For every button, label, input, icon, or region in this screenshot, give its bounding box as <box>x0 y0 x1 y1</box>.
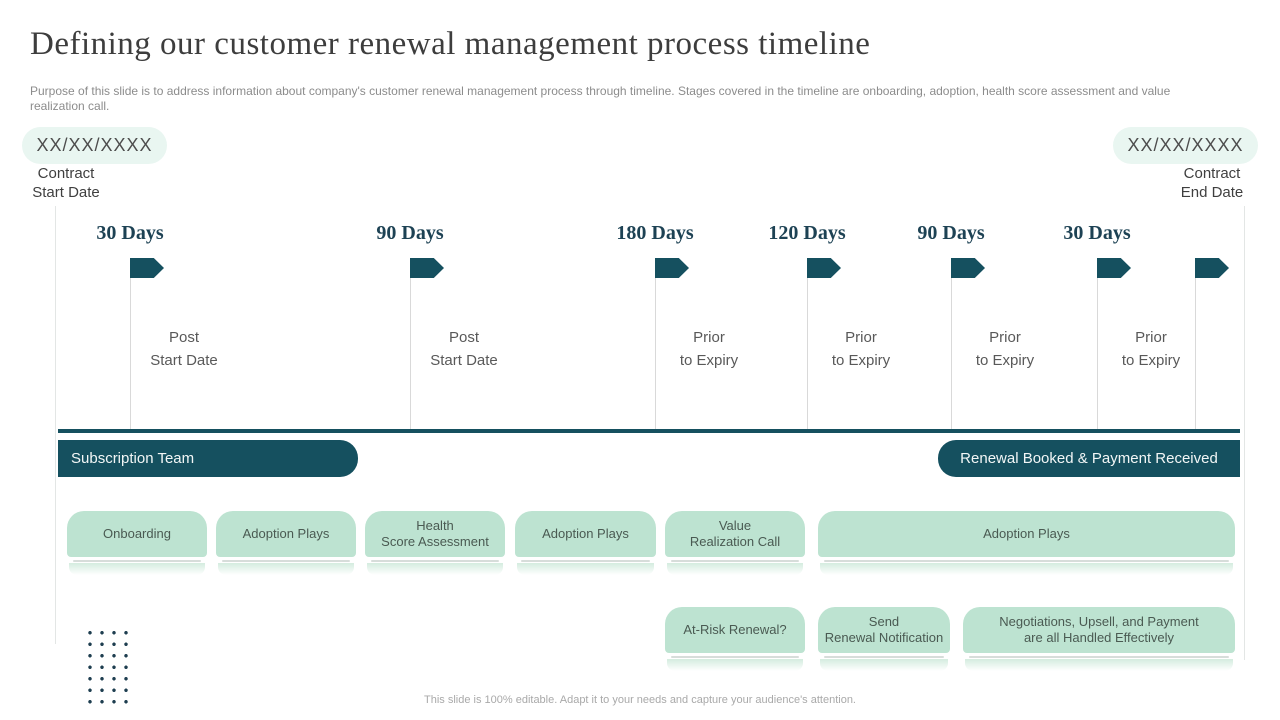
milestone-phase-label: Prior to Expiry <box>831 329 891 369</box>
milestone-drop-line <box>1097 278 1098 430</box>
contract-start-label: Contract Start Date <box>32 165 100 201</box>
page-title: Defining our customer renewal management… <box>30 26 871 62</box>
milestone-arrow-icon <box>951 258 985 278</box>
stage-reflection <box>667 563 803 575</box>
milestone-duration-label: 180 Days <box>616 222 694 244</box>
stage-adoption-plays-3: Adoption Plays <box>818 511 1235 575</box>
subscription-team-band: Subscription Team <box>58 440 358 477</box>
milestone-arrow-icon <box>655 258 689 278</box>
milestone-drop-line <box>655 278 656 430</box>
stage-underline <box>73 560 201 562</box>
stage-underline <box>671 560 799 562</box>
renewal-booked-band: Renewal Booked & Payment Received <box>938 440 1240 477</box>
milestone-drop-line <box>1195 278 1196 430</box>
milestone-phase-label: Post Start Date <box>150 329 218 369</box>
stage-box-label: Send Renewal Notification <box>818 607 950 653</box>
slide-description: Purpose of this slide is to address info… <box>30 84 1171 113</box>
stage-health-score-assessment: Health Score Assessment <box>365 511 505 575</box>
stage-box-label: Adoption Plays <box>515 511 656 557</box>
stage-reflection <box>69 563 205 575</box>
milestone-drop-line <box>130 278 131 430</box>
stage-reflection <box>517 563 654 575</box>
stage-box-label: At-Risk Renewal? <box>665 607 805 653</box>
stage-adoption-plays-1: Adoption Plays <box>216 511 356 575</box>
milestone-arrow-icon <box>1097 258 1131 278</box>
stage-box-label: Value Realization Call <box>665 511 805 557</box>
milestone-duration-label: 30 Days <box>96 222 164 244</box>
milestone-arrow-icon <box>130 258 164 278</box>
contract-end-date-pill: XX/XX/XXXX <box>1113 127 1258 164</box>
stage-reflection <box>820 659 948 671</box>
milestone-duration-label: 120 Days <box>768 222 846 244</box>
dots-pattern-decoration <box>84 627 132 708</box>
stage-underline <box>969 656 1229 658</box>
stage-underline <box>824 560 1229 562</box>
milestone-drop-line <box>951 278 952 430</box>
stage-underline <box>671 656 799 658</box>
subscription-team-label: Subscription Team <box>71 450 195 467</box>
contract-end-label: Contract End Date <box>1180 165 1244 201</box>
stage-reflection <box>667 659 803 671</box>
footer-note: This slide is 100% editable. Adapt it to… <box>424 694 856 706</box>
stage-reflection <box>965 659 1233 671</box>
milestone-arrow-icon <box>410 258 444 278</box>
stage-reflection <box>367 563 503 575</box>
stage-box-label: Onboarding <box>67 511 207 557</box>
contract-start-date-pill: XX/XX/XXXX <box>22 127 167 164</box>
stage-reflection <box>218 563 354 575</box>
milestone-duration-label: 90 Days <box>917 222 985 244</box>
stage-box-label: Health Score Assessment <box>365 511 505 557</box>
stage-box-label: Negotiations, Upsell, and Payment are al… <box>963 607 1235 653</box>
contract-end-connector-line <box>1244 206 1245 660</box>
renewal-booked-label: Renewal Booked & Payment Received <box>960 450 1218 467</box>
milestone-phase-label: Prior to Expiry <box>679 329 739 369</box>
milestone-duration-label: 90 Days <box>376 222 444 244</box>
stage-underline <box>521 560 650 562</box>
milestone-arrow-icon <box>807 258 841 278</box>
stage-adoption-plays-2: Adoption Plays <box>515 511 656 575</box>
milestone-drop-line <box>807 278 808 430</box>
milestone-phase-label: Prior to Expiry <box>975 329 1035 369</box>
stage-box-label: Adoption Plays <box>818 511 1235 557</box>
milestone-phase-label: Post Start Date <box>430 329 498 369</box>
stage-value-realization-call: Value Realization Call <box>665 511 805 575</box>
contract-start-date-value: XX/XX/XXXX <box>36 135 153 155</box>
milestone-phase-label: Prior to Expiry <box>1121 329 1181 369</box>
stage-send-renewal-notification: Send Renewal Notification <box>818 607 950 671</box>
stage-underline <box>371 560 499 562</box>
stage-box-label: Adoption Plays <box>216 511 356 557</box>
contract-start-connector-line <box>55 206 56 644</box>
stage-reflection <box>820 563 1233 575</box>
milestone-duration-label: 30 Days <box>1063 222 1131 244</box>
contract-end-date-value: XX/XX/XXXX <box>1127 135 1244 155</box>
stage-underline <box>824 656 944 658</box>
stage-onboarding: Onboarding <box>67 511 207 575</box>
stage-negotiations-upsell-payment: Negotiations, Upsell, and Payment are al… <box>963 607 1235 671</box>
stage-underline <box>222 560 350 562</box>
stage-at-risk-renewal: At-Risk Renewal? <box>665 607 805 671</box>
milestone-arrow-icon <box>1195 258 1229 278</box>
milestone-drop-line <box>410 278 411 430</box>
timeline-baseline <box>58 429 1240 433</box>
